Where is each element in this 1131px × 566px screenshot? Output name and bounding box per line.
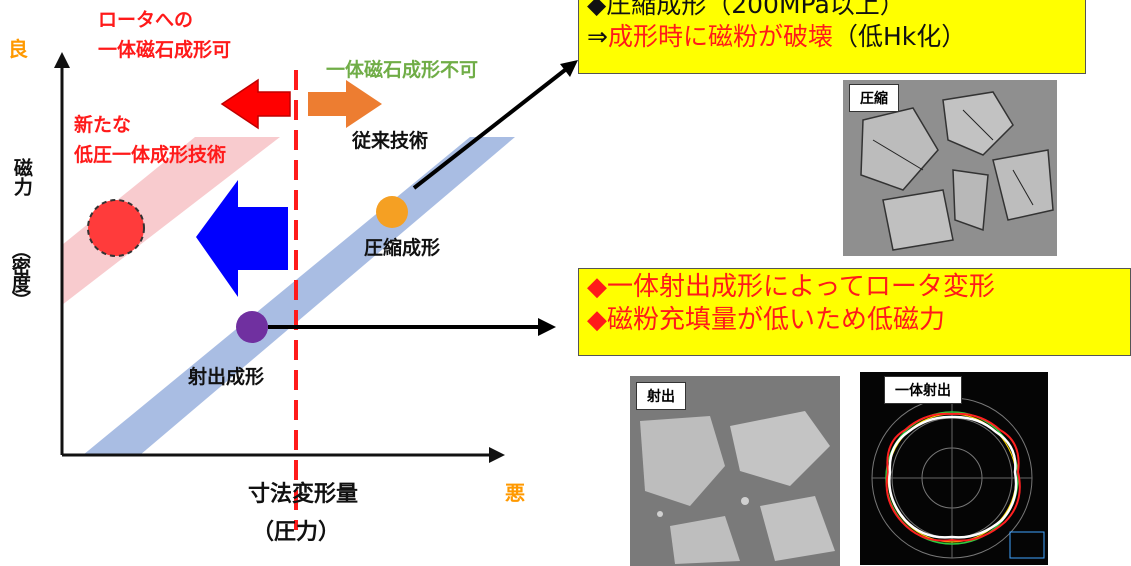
injection-callout-line2: ◆磁粉充填量が低いため低磁力 [587,305,945,336]
compression-callout: ◆圧縮成形（200MPa以上） ⇒成形時に磁粉が破壊（低Hk化） [578,0,1086,74]
left-red-arrow [220,78,291,130]
integrated-injection-micrograph-tag: 一体射出 [884,376,962,404]
injection-callout: ◆一体射出成形によってロータ変形 ◆磁粉充填量が低いため低磁力 [578,268,1131,356]
x-axis-arrowhead [489,447,505,463]
injection-callout-line1: ◆一体射出成形によってロータ変形 [587,272,995,302]
conventional-tech-label: 従来技術 [352,130,429,152]
compression-micrograph-tag: 圧縮 [849,84,899,112]
compression-pointer-head [560,60,578,77]
integrated-injection-micrograph: 一体射出 [860,372,1048,565]
left-zone-title-line1: ロータへの [98,9,194,31]
injection-micrograph-tag: 射出 [636,382,686,410]
compression-pointer-line [412,68,567,190]
y-axis-subtitle: （密度） [8,240,31,308]
left-zone-title-line2: 一体磁石成形可 [98,39,232,61]
compression-point [376,196,408,228]
x-axis-subtitle: （圧力） [252,520,341,545]
x-axis-title: 寸法変形量 [248,482,359,507]
blue-left-arrow [196,180,288,297]
y-axis-title: 磁力 [10,158,33,196]
right-orange-arrow [308,80,382,128]
injection-pointer-head [538,318,556,336]
compression-callout-line1: ◆圧縮成形（200MPa以上） [587,0,905,19]
compression-callout-prefix: ⇒ [587,22,608,51]
new-tech-point [87,199,145,257]
x-axis-bad-label: 悪 [505,481,525,505]
injection-micrograph: 射出 [630,376,840,566]
compression-molding-label: 圧縮成形 [364,237,441,259]
new-tech-band [62,137,280,305]
new-tech-label-line1: 新たな [74,114,132,136]
compression-callout-line2: ⇒成形時に磁粉が破壊（低Hk化） [587,21,1077,53]
compression-callout-suffix: （低Hk化） [832,22,967,51]
y-axis-arrowhead [54,52,70,68]
compression-micrograph: 圧縮 [843,80,1057,256]
new-tech-label-line2: 低圧一体成形技術 [74,144,227,166]
compression-callout-red: 成形時に磁粉が破壊 [607,22,833,51]
injection-point [236,311,268,343]
injection-molding-label: 射出成形 [188,366,265,388]
rotor-deformation-plot [860,372,1048,565]
y-axis-good-label: 良 [8,37,28,61]
right-zone-title: 一体磁石成形不可 [326,59,479,81]
